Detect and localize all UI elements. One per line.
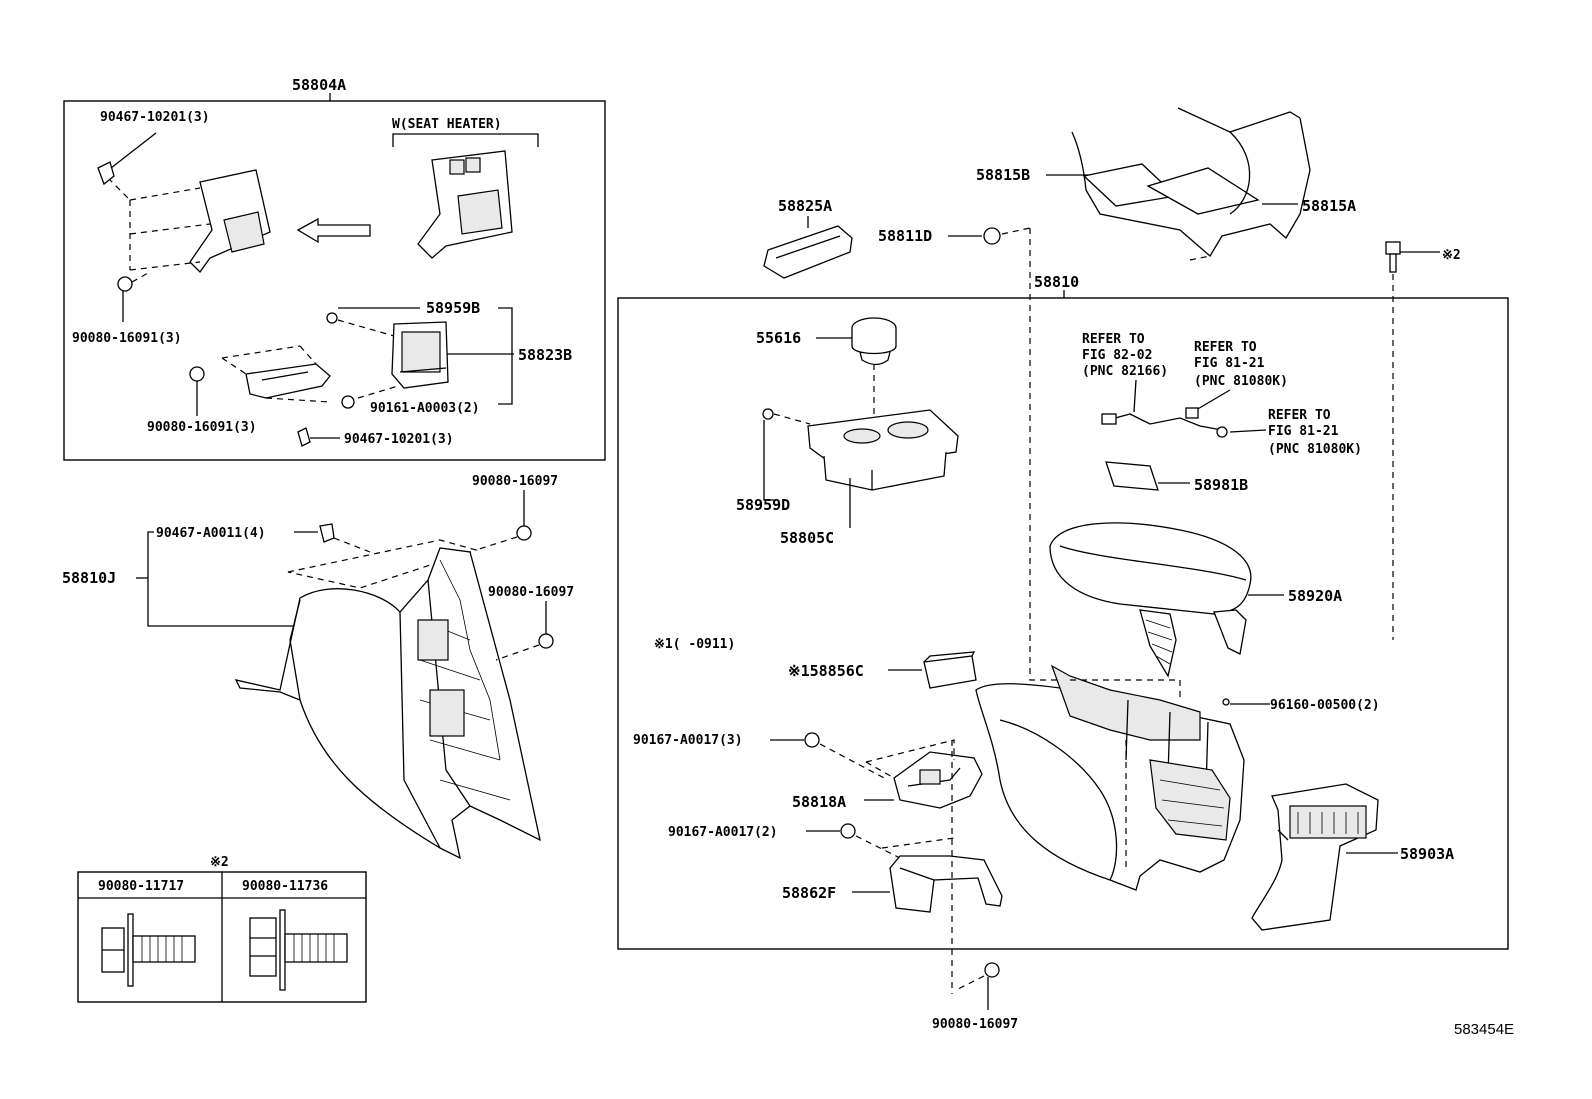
refer-1-line-1: REFER TO	[1082, 332, 1145, 347]
label-96160-00500[interactable]: 96160-00500(2)	[1270, 698, 1380, 713]
arrow-left-icon	[296, 217, 371, 244]
label-90467-10201-top[interactable]: 90467-10201(3)	[100, 110, 210, 125]
clip-icon	[762, 408, 774, 420]
refer-note-81080K-a: REFER TO FIG 81-21 (PNC 81080K)	[1194, 340, 1288, 389]
upper-right-parts: 58825A 58811D 58815B 58815A ※2	[763, 107, 1461, 640]
clip-icon	[97, 161, 115, 186]
group-58804A: 58804A W(SEAT HEATER) 90467-10201(3)	[63, 76, 606, 461]
label-seat-heater: W(SEAT HEATER)	[392, 117, 502, 132]
label-55616[interactable]: 55616	[756, 329, 801, 347]
group-58810: 58810 55616 58959D 58805C REFER TO F	[617, 228, 1509, 994]
label-58825A[interactable]: 58825A	[778, 197, 832, 215]
bracket-58862F[interactable]	[889, 855, 1003, 913]
switch-module-58823B[interactable]	[391, 321, 449, 389]
label-58920A[interactable]: 58920A	[1288, 587, 1342, 605]
screw-icon	[984, 962, 1000, 978]
refer-note-82166: REFER TO FIG 82-02 (PNC 82166)	[1082, 332, 1168, 379]
label-58811D[interactable]: 58811D	[878, 227, 932, 245]
bracket-58818A[interactable]	[893, 751, 983, 809]
table-note: ※2	[210, 855, 229, 870]
label-90167-A0017-2[interactable]: 90167-A0017(2)	[668, 825, 778, 840]
label-90080-16091-a[interactable]: 90080-16091(3)	[72, 331, 182, 346]
knob-55616[interactable]	[851, 317, 897, 366]
armrest-58920A[interactable]	[1049, 522, 1252, 678]
bolt-icon	[1385, 241, 1401, 273]
group-58810J: 90080-16097 90467-A0011(4) 58810J 90080-…	[62, 474, 574, 860]
label-90467-10201-bot[interactable]: 90467-10201(3)	[344, 432, 454, 447]
cup-holder-58805C[interactable]	[807, 409, 959, 491]
label-90080-16097-c[interactable]: 90080-16097	[932, 1017, 1018, 1032]
screw-icon	[840, 823, 856, 839]
side-panel-58810J[interactable]	[234, 547, 541, 860]
bottom-screw-group: 90080-16097	[932, 962, 1018, 1032]
refer-note-81080K-b: REFER TO FIG 81-21 (PNC 81080K)	[1268, 408, 1362, 457]
label-58981B[interactable]: 58981B	[1194, 476, 1248, 494]
label-58823B[interactable]: 58823B	[518, 346, 572, 364]
box-58856C[interactable]	[923, 651, 977, 689]
panel-58804A[interactable]	[189, 169, 271, 274]
clip-icon	[326, 312, 338, 324]
label-58856C[interactable]: ※158856C	[788, 662, 864, 680]
tray-58825A[interactable]	[763, 225, 853, 279]
screw-icon	[804, 732, 820, 748]
table-col-2: 90080-11736	[242, 879, 328, 894]
label-90080-16097-b[interactable]: 90080-16097	[488, 585, 574, 600]
refer-2-line-1: REFER TO	[1194, 340, 1257, 355]
refer-3-line-2: FIG 81-21	[1268, 424, 1339, 439]
pin-icon	[1222, 698, 1230, 706]
wire-harness	[1101, 407, 1228, 438]
label-90467-A0011[interactable]: 90467-A0011(4)	[156, 526, 266, 541]
refer-2-line-3: (PNC 81080K)	[1194, 374, 1288, 389]
label-58810J[interactable]: 58810J	[62, 569, 116, 587]
label-note-x1: ※1( -0911)	[654, 637, 735, 652]
screw-icon	[189, 366, 205, 382]
plate-58981B[interactable]	[1105, 461, 1159, 491]
label-58815B[interactable]: 58815B	[976, 166, 1030, 184]
clip-icon	[297, 427, 311, 447]
screw-icon	[117, 276, 133, 292]
label-90080-16097-a[interactable]: 90080-16097	[472, 474, 558, 489]
clip-icon	[983, 227, 1001, 245]
label-note-x2: ※2	[1442, 248, 1461, 263]
label-58805C[interactable]: 58805C	[780, 529, 834, 547]
label-90161-A0003[interactable]: 90161-A0003(2)	[370, 401, 480, 416]
label-58804A[interactable]: 58804A	[292, 76, 346, 94]
bracket-part[interactable]	[245, 363, 331, 399]
console-upper-58815[interactable]	[1071, 107, 1311, 257]
label-90080-16091-b[interactable]: 90080-16091(3)	[147, 420, 257, 435]
refer-3-line-3: (PNC 81080K)	[1268, 442, 1362, 457]
table-col-1: 90080-11717	[98, 879, 184, 894]
diagram-id: 583454E	[1454, 1021, 1514, 1038]
label-90167-A0017-3[interactable]: 90167-A0017(3)	[633, 733, 743, 748]
refer-1-line-3: (PNC 82166)	[1082, 364, 1168, 379]
label-58959D[interactable]: 58959D	[736, 496, 790, 514]
bolt-90080-11736-icon	[249, 909, 348, 991]
label-58810[interactable]: 58810	[1034, 273, 1079, 291]
label-58903A[interactable]: 58903A	[1400, 845, 1454, 863]
refer-3-line-1: REFER TO	[1268, 408, 1331, 423]
screw-icon	[538, 633, 554, 649]
label-58959B[interactable]: 58959B	[426, 299, 480, 317]
screw-icon	[341, 395, 355, 409]
bolt-90080-11717-icon	[101, 913, 196, 987]
label-58818A[interactable]: 58818A	[792, 793, 846, 811]
refer-1-line-2: FIG 82-02	[1082, 348, 1152, 363]
seat-heater-panel[interactable]	[417, 150, 513, 259]
screw-icon	[516, 525, 532, 541]
label-58862F[interactable]: 58862F	[782, 884, 836, 902]
fastener-table: ※2 90080-11717 90080-11736	[77, 855, 367, 1003]
clip-icon	[319, 523, 335, 543]
rear-panel-58903A[interactable]	[1251, 783, 1379, 931]
label-58815A[interactable]: 58815A	[1302, 197, 1356, 215]
console-body-58810[interactable]	[975, 664, 1245, 891]
refer-2-line-2: FIG 81-21	[1194, 356, 1265, 371]
